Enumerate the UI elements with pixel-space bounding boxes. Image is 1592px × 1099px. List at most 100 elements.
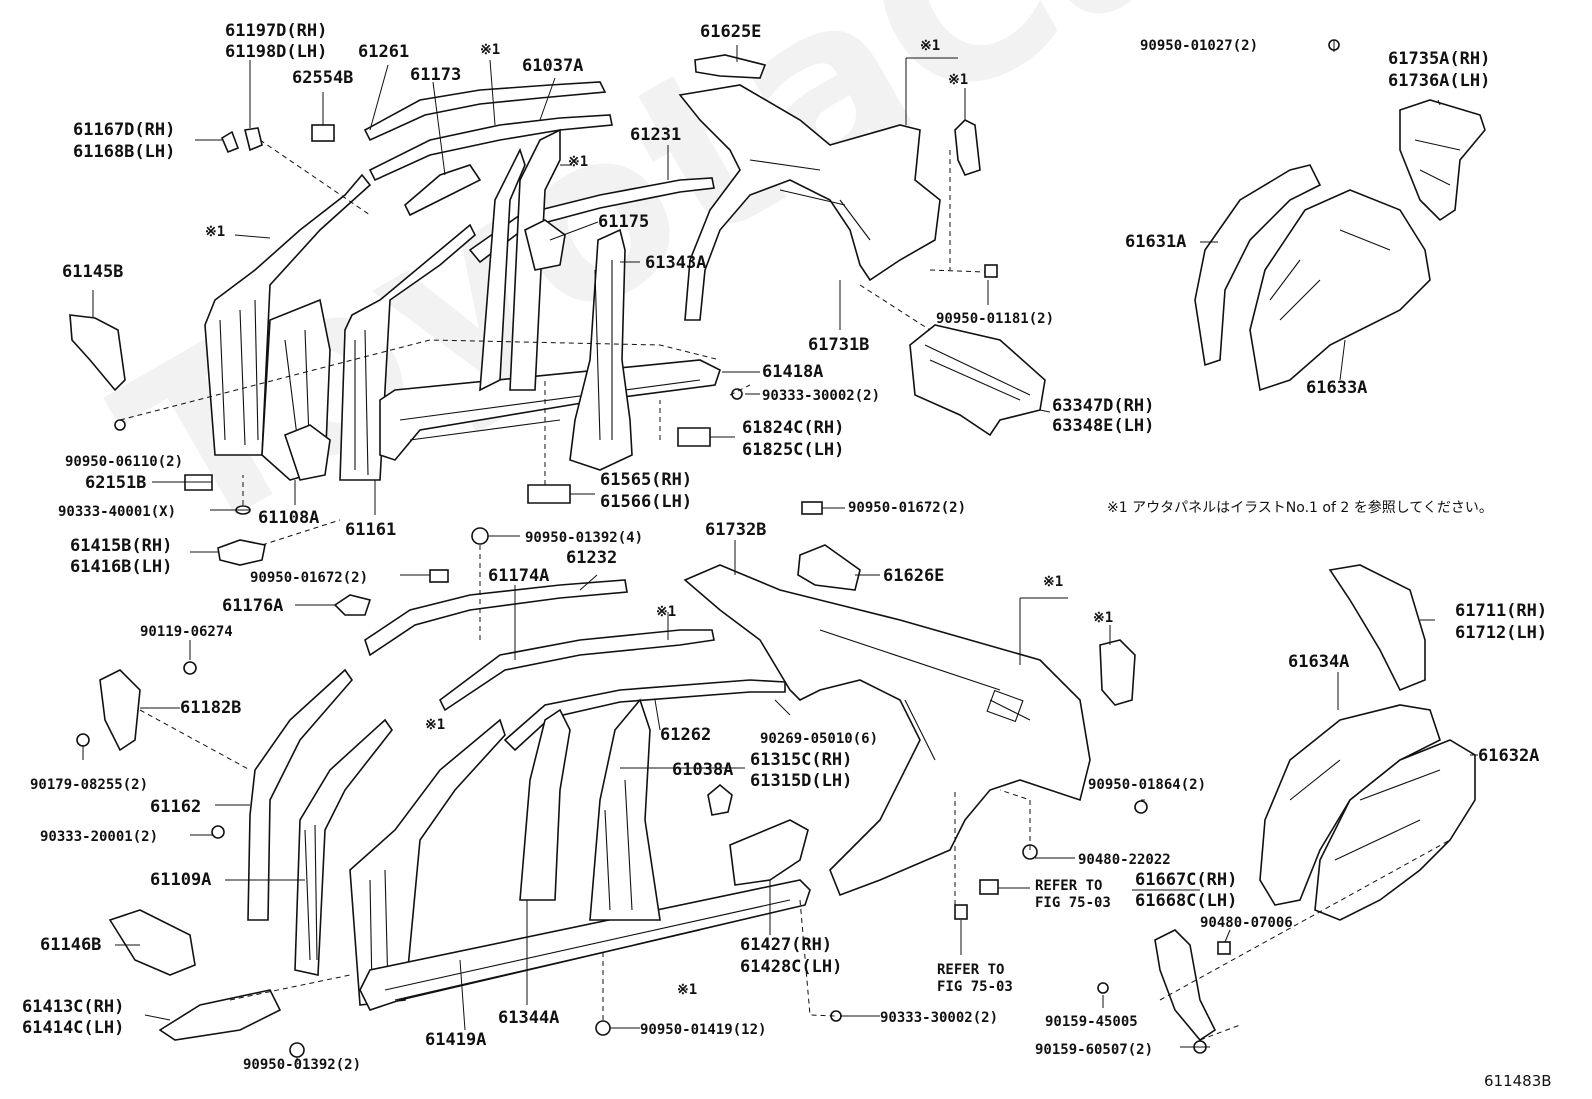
part-label: 61262 <box>660 725 712 745</box>
part-label: 63348E(LH) <box>1052 416 1155 436</box>
part-label: 62151B <box>85 473 147 493</box>
leader-lines <box>82 40 1478 1062</box>
part-label: 61197D(RH) <box>225 21 328 41</box>
part-label: 61175 <box>598 212 650 232</box>
part-label: 61418A <box>762 362 824 382</box>
part-label: 90480-22022 <box>1078 852 1171 868</box>
part-label: 61173 <box>410 65 462 85</box>
part-label: 61108A <box>258 508 320 528</box>
part-label: 90950-01392(2) <box>243 1057 362 1073</box>
part-label: 90950-06110(2) <box>65 454 184 470</box>
part-label: 61414C(LH) <box>22 1018 125 1038</box>
reference-mark: ※1 <box>205 224 226 240</box>
reference-mark: ※1 <box>480 42 501 58</box>
small-brackets-lower <box>76 501 1231 1058</box>
part-label: 61824C(RH) <box>742 418 845 438</box>
part-label: 61732B <box>705 520 767 540</box>
reference-mark: ※1 <box>920 38 941 54</box>
part-label: 61427(RH) <box>740 935 833 955</box>
part-label: 61167D(RH) <box>73 120 176 140</box>
part-label: 61344A <box>498 1008 560 1028</box>
part-label: 90159-45005 <box>1045 1014 1138 1030</box>
part-label: 90950-01392(4) <box>525 530 644 546</box>
part-label: 90119-06274 <box>140 624 233 640</box>
part-label: 61168B(LH) <box>73 142 176 162</box>
part-label: 61232 <box>566 548 618 568</box>
lower-front-pillar-assembly <box>247 668 811 1011</box>
part-label: 61145B <box>62 262 124 282</box>
part-label: 61415B(RH) <box>70 536 173 556</box>
part-label: 61413C(RH) <box>22 997 125 1017</box>
part-label: 61038A <box>672 760 734 780</box>
part-label: 61416B(LH) <box>70 557 173 577</box>
part-label: 90159-60507(2) <box>1035 1042 1154 1058</box>
part-label: 61261 <box>358 42 410 62</box>
part-label: 61162 <box>150 797 202 817</box>
lower-b-pillar <box>519 698 733 921</box>
reference-mark: ※1 <box>1043 574 1064 590</box>
part-label: 61161 <box>345 520 397 540</box>
part-label: 61736A(LH) <box>1388 71 1491 91</box>
part-label: 90179-08255(2) <box>30 777 149 793</box>
part-label: 61712(LH) <box>1455 623 1548 643</box>
part-label: 90333-40001(X) <box>58 504 177 520</box>
reference-mark: ※1 <box>568 154 589 170</box>
upper-front-pillar-assembly <box>204 173 721 481</box>
fender-liner-63347 <box>909 324 1046 437</box>
reference-mark: ※1 <box>656 604 677 620</box>
part-label: 61109A <box>150 870 212 890</box>
rear-wheel-house-lower <box>1259 564 1476 921</box>
rear-quarter-outer-panel <box>683 544 1136 897</box>
part-label: 61315C(RH) <box>750 750 853 770</box>
part-label: 90950-01672(2) <box>848 500 967 516</box>
part-label: 90950-01027(2) <box>1140 38 1259 54</box>
part-label: 61626E <box>883 566 945 586</box>
part-label: 63347D(RH) <box>1052 396 1155 416</box>
part-label: 61668C(LH) <box>1135 891 1238 911</box>
part-label: 90950-01672(2) <box>250 570 369 586</box>
part-label: 61735A(RH) <box>1388 49 1491 69</box>
reference-label: FIG 75-03 <box>937 979 1013 995</box>
rear-wheel-house-upper <box>1194 99 1486 392</box>
reference-note: ※1 アウタパネルはイラストNo.1 of 2 を参照してください。 <box>1107 500 1493 516</box>
part-label: 90480-07006 <box>1200 915 1293 931</box>
part-label: 90950-01864(2) <box>1088 777 1207 793</box>
part-label: 90333-30002(2) <box>762 388 881 404</box>
rear-quarter-inner-upper <box>678 54 981 321</box>
small-brackets-upper <box>69 39 1340 566</box>
part-label: 90950-01181(2) <box>936 311 1055 327</box>
reference-label: FIG 75-03 <box>1035 895 1111 911</box>
part-label: 61176A <box>222 596 284 616</box>
part-label: 90333-30002(2) <box>880 1010 999 1026</box>
part-label: 61315D(LH) <box>750 771 853 791</box>
part-label: 61146B <box>40 935 102 955</box>
part-label: 61565(RH) <box>600 470 693 490</box>
reference-mark: ※1 <box>1093 610 1114 626</box>
reference-label: REFER TO <box>937 962 1005 978</box>
part-label: 61182B <box>180 698 242 718</box>
part-label: 61631A <box>1125 232 1187 252</box>
reference-label: REFER TO <box>1035 878 1103 894</box>
figure-id: 611483B <box>1484 1072 1552 1090</box>
part-label: 61174A <box>488 566 550 586</box>
part-label: 61632A <box>1478 746 1540 766</box>
part-label: 61625E <box>700 22 762 42</box>
part-label: 90269-05010(6) <box>760 731 879 747</box>
part-label: 61667C(RH) <box>1135 870 1238 890</box>
part-label: 61633A <box>1306 378 1368 398</box>
dashed-reference-lines <box>119 139 1451 1041</box>
reference-mark: ※1 <box>677 982 698 998</box>
reference-mark: ※1 <box>425 717 446 733</box>
reference-mark: ※1 <box>948 72 969 88</box>
part-label: 61731B <box>808 335 870 355</box>
part-label: 61428C(LH) <box>740 957 843 977</box>
part-label: 61634A <box>1288 652 1350 672</box>
part-label: 61711(RH) <box>1455 601 1548 621</box>
part-label: 61198D(LH) <box>225 42 328 62</box>
part-label: 62554B <box>292 68 354 88</box>
part-label: 61037A <box>522 56 584 76</box>
part-label: 61825C(LH) <box>742 440 845 460</box>
b-pillar-parts <box>479 128 633 471</box>
part-label: 61419A <box>425 1030 487 1050</box>
